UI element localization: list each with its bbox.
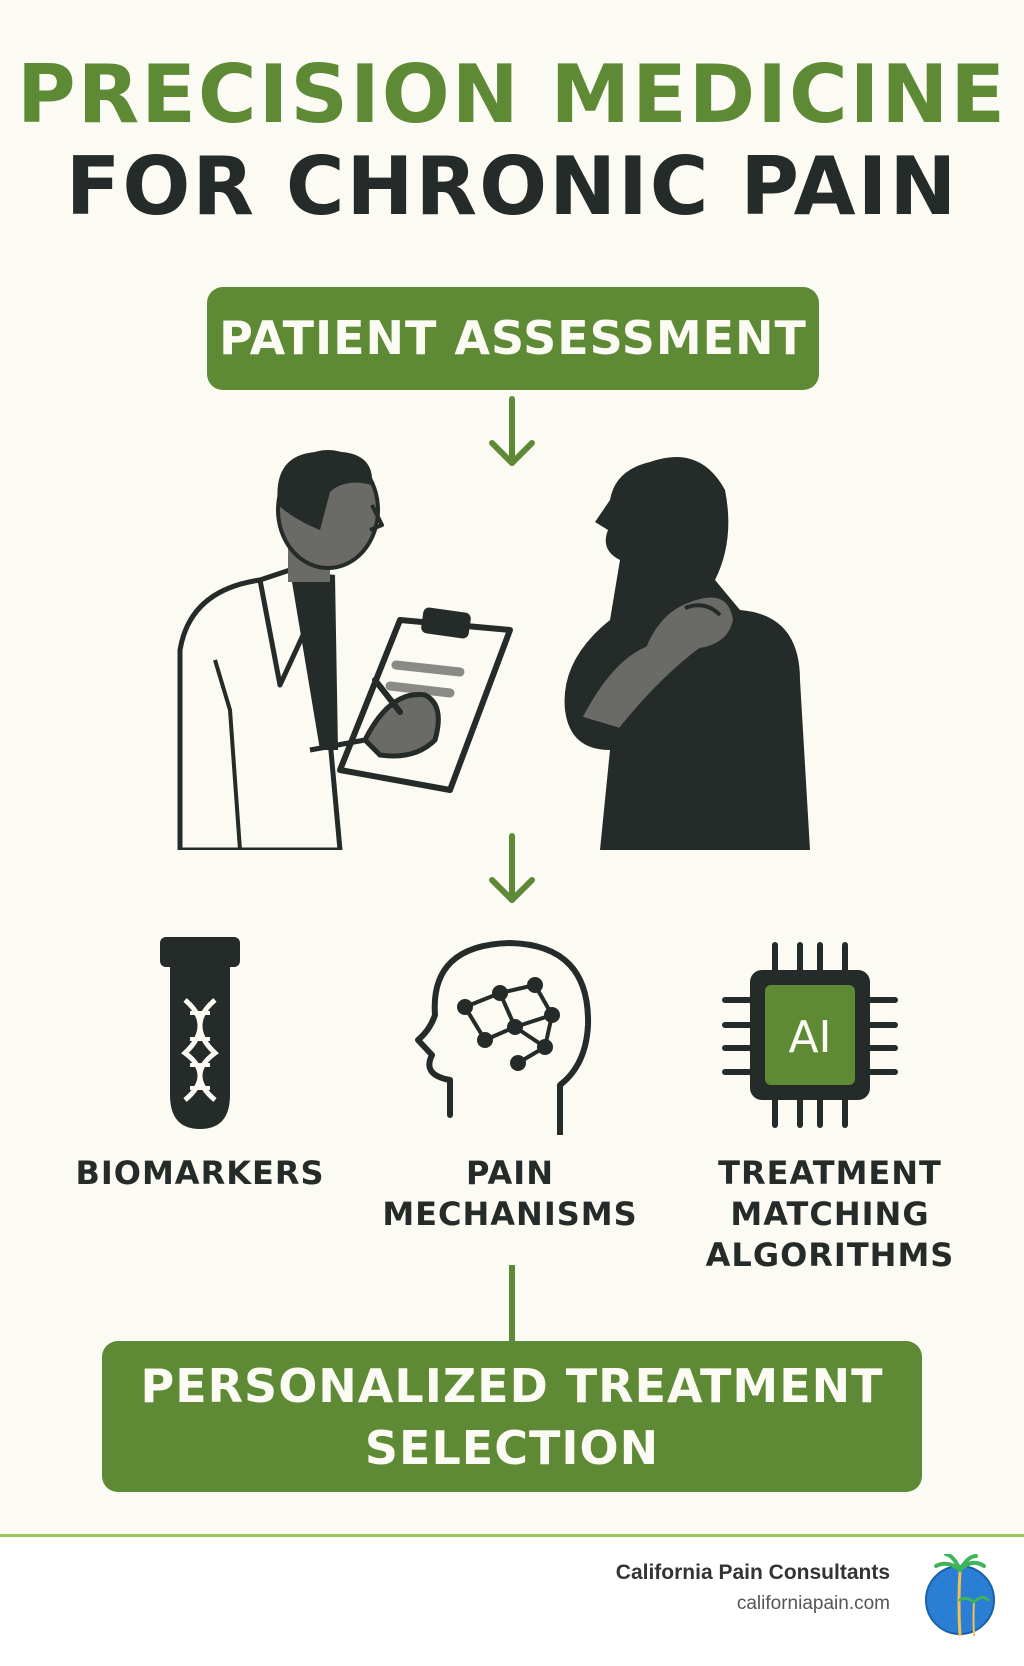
- palm-tree-globe-icon: [925, 1554, 995, 1637]
- personalized-treatment-box: PERSONALIZED TREATMENT SELECTION: [102, 1341, 922, 1492]
- label-biomarkers: BIOMARKERS: [75, 1154, 325, 1192]
- connector-line: [509, 1265, 515, 1343]
- arrow-down-icon: [489, 833, 535, 903]
- ai-chip-icon: AI: [722, 942, 898, 1128]
- brand-url: californiapain.com: [736, 1593, 890, 1614]
- arrow-down-icon: [489, 396, 535, 466]
- footer-divider: [0, 1534, 1024, 1537]
- dna-test-tube-icon: [160, 937, 240, 1129]
- doctor-with-clipboard-icon: [177, 450, 513, 850]
- brand-name: California Pain Consultants: [615, 1561, 890, 1584]
- title-line-1: PRECISION MEDICINE: [16, 48, 1008, 141]
- label-treatment-matching-algorithms: TREATMENT MATCHING ALGORITHMS: [705, 1154, 955, 1274]
- brain-network-head-icon: [415, 940, 592, 1135]
- patient-assessment-box: PATIENT ASSESSMENT: [207, 287, 819, 390]
- patient-neck-pain-icon: [564, 456, 810, 850]
- ai-chip-text: AI: [788, 1012, 831, 1063]
- label-pain-mechanisms: PAIN MECHANISMS: [382, 1154, 638, 1233]
- title-line-2: FOR CHRONIC PAIN: [65, 140, 959, 233]
- footer: [0, 1537, 1024, 1666]
